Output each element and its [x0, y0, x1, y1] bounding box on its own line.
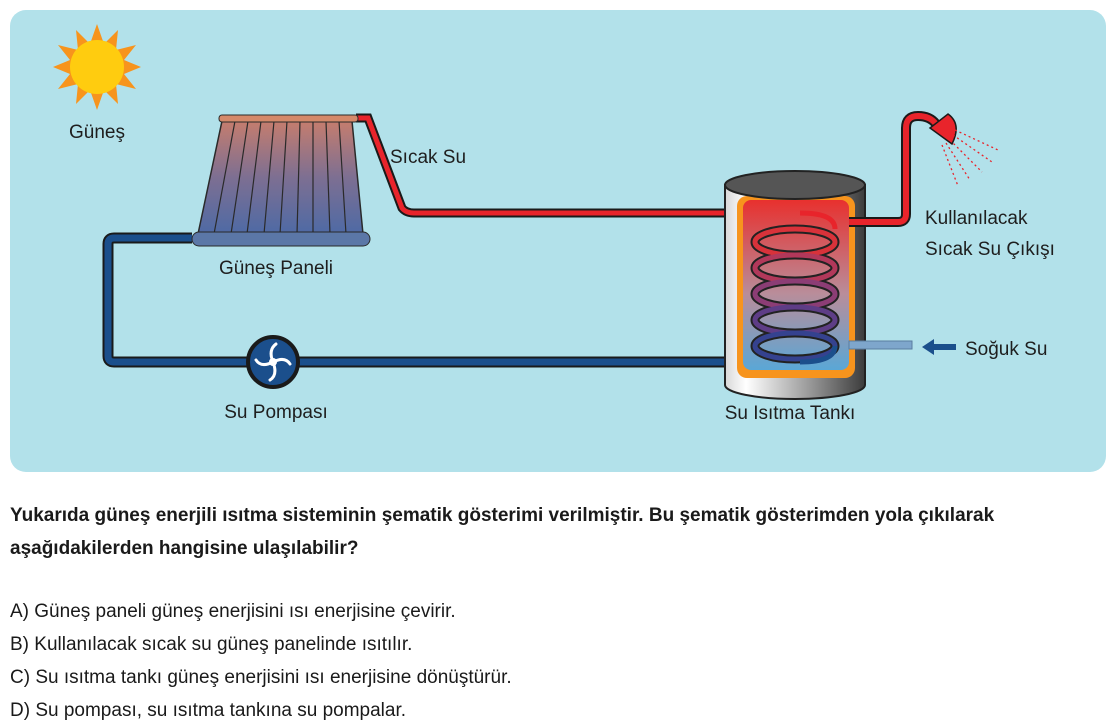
arrow-left-icon: [922, 339, 956, 355]
answer-options: A) Güneş paneli güneş enerjisini ısı ene…: [10, 595, 512, 727]
outlet-label-line1: Kullanılacak: [925, 208, 1028, 229]
outlet-label-line2: Sıcak Su Çıkışı: [925, 239, 1055, 260]
pump-icon: [246, 335, 300, 389]
pump-label: Su Pompası: [224, 402, 328, 423]
tank-label: Su Isıtma Tankı: [725, 403, 856, 424]
cold-inlet-pipe: [848, 340, 913, 350]
option-c[interactable]: C) Su ısıtma tankı güneş enerjisini ısı …: [10, 667, 512, 688]
shower-head-icon: [928, 113, 999, 187]
option-d[interactable]: D) Su pompası, su ısıtma tankına su pomp…: [10, 700, 407, 721]
solar-heating-diagram: Güneş Güneş Paneli Sıcak Su Su Pompası: [10, 10, 1106, 472]
option-b[interactable]: B) Kullanılacak sıcak su güneş panelinde…: [10, 634, 413, 655]
question-text: Yukarıda güneş enerjili ısıtma sistemini…: [10, 505, 995, 559]
water-tank: [724, 170, 866, 400]
cold-water-label: Soğuk Su: [965, 339, 1047, 360]
sun-icon: [53, 24, 141, 110]
hot-water-label: Sıcak Su: [390, 147, 466, 168]
sun-label: Güneş: [69, 122, 125, 143]
solar-panel-label: Güneş Paneli: [219, 258, 333, 279]
solar-panel: [191, 114, 371, 247]
option-a[interactable]: A) Güneş paneli güneş enerjisini ısı ene…: [10, 601, 456, 622]
